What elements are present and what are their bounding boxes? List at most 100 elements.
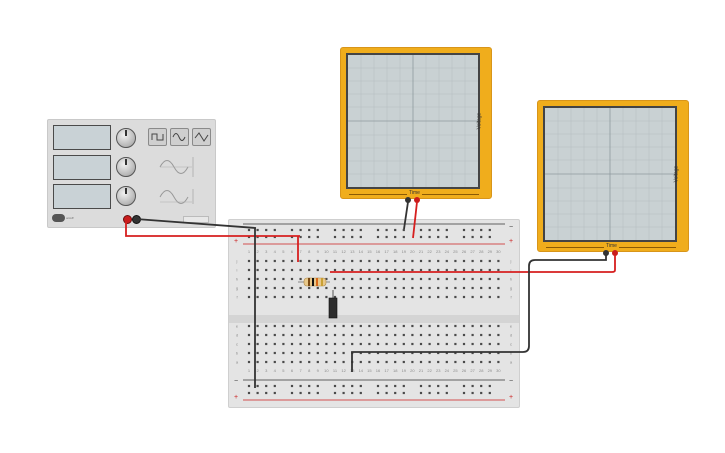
terminal-hole[interactable] (471, 360, 474, 364)
terminal-hole[interactable] (497, 351, 500, 355)
terminal-hole[interactable] (462, 333, 466, 337)
rail-hole[interactable] (402, 391, 405, 395)
rail-hole[interactable] (480, 391, 483, 395)
function-generator[interactable]: on/off (47, 119, 216, 228)
terminal-hole[interactable] (256, 351, 259, 355)
rail-hole[interactable] (419, 235, 423, 239)
rail-hole[interactable] (290, 235, 294, 239)
terminal-hole[interactable] (462, 286, 466, 290)
terminal-hole[interactable] (308, 259, 311, 263)
red-wire[interactable] (125, 222, 300, 237)
rail-hole[interactable] (273, 235, 276, 239)
terminal-hole[interactable] (419, 351, 423, 355)
terminal-hole[interactable] (376, 324, 380, 328)
rail-hole[interactable] (256, 391, 259, 395)
terminal-hole[interactable] (299, 333, 302, 337)
rail-hole[interactable] (376, 228, 380, 232)
terminal-hole[interactable] (419, 360, 423, 364)
rail-hole[interactable] (342, 228, 345, 232)
terminal-hole[interactable] (282, 286, 285, 290)
terminal-hole[interactable] (299, 259, 302, 263)
terminal-hole[interactable] (256, 286, 259, 290)
terminal-hole[interactable] (273, 351, 276, 355)
terminal-hole[interactable] (411, 259, 414, 263)
terminal-hole[interactable] (308, 286, 311, 290)
terminal-hole[interactable] (368, 351, 371, 355)
terminal-hole[interactable] (497, 295, 500, 299)
terminal-hole[interactable] (437, 324, 440, 328)
terminal-hole[interactable] (497, 342, 500, 346)
terminal-hole[interactable] (290, 268, 294, 272)
terminal-hole[interactable] (265, 360, 268, 364)
rail-hole[interactable] (480, 228, 483, 232)
terminal-hole[interactable] (282, 268, 285, 272)
terminal-hole[interactable] (342, 324, 345, 328)
terminal-hole[interactable] (454, 259, 457, 263)
terminal-hole[interactable] (480, 295, 483, 299)
rail-hole[interactable] (471, 228, 474, 232)
terminal-hole[interactable] (368, 342, 371, 346)
terminal-hole[interactable] (419, 333, 423, 337)
terminal-hole[interactable] (273, 286, 276, 290)
terminal-hole[interactable] (282, 277, 285, 281)
rail-hole[interactable] (488, 391, 491, 395)
terminal-hole[interactable] (265, 286, 268, 290)
terminal-hole[interactable] (368, 324, 371, 328)
terminal-hole[interactable] (256, 295, 259, 299)
terminal-hole[interactable] (247, 360, 251, 364)
terminal-hole[interactable] (376, 268, 380, 272)
terminal-hole[interactable] (359, 324, 362, 328)
terminal-hole[interactable] (333, 295, 337, 299)
rail-hole[interactable] (428, 235, 431, 239)
terminal-hole[interactable] (471, 259, 474, 263)
terminal-hole[interactable] (437, 295, 440, 299)
terminal-hole[interactable] (325, 342, 328, 346)
rail-hole[interactable] (394, 391, 397, 395)
terminal-hole[interactable] (454, 268, 457, 272)
terminal-hole[interactable] (308, 333, 311, 337)
terminal-hole[interactable] (471, 286, 474, 290)
terminal-hole[interactable] (359, 295, 362, 299)
rail-hole[interactable] (273, 391, 276, 395)
terminal-hole[interactable] (290, 259, 294, 263)
terminal-hole[interactable] (488, 360, 491, 364)
terminal-hole[interactable] (273, 295, 276, 299)
terminal-hole[interactable] (394, 286, 397, 290)
terminal-hole[interactable] (342, 360, 345, 364)
rail-hole[interactable] (359, 391, 362, 395)
terminal-hole[interactable] (290, 360, 294, 364)
terminal-hole[interactable] (488, 268, 491, 272)
terminal-hole[interactable] (273, 259, 276, 263)
rail-hole[interactable] (394, 235, 397, 239)
terminal-hole[interactable] (419, 295, 423, 299)
terminal-hole[interactable] (462, 342, 466, 346)
rail-hole[interactable] (445, 235, 448, 239)
terminal-hole[interactable] (325, 286, 328, 290)
rail-hole[interactable] (308, 235, 311, 239)
terminal-hole[interactable] (282, 324, 285, 328)
rail-hole[interactable] (299, 391, 302, 395)
terminal-hole[interactable] (342, 333, 345, 337)
terminal-hole[interactable] (428, 268, 431, 272)
terminal-hole[interactable] (437, 360, 440, 364)
terminal-hole[interactable] (247, 268, 251, 272)
terminal-hole[interactable] (402, 277, 405, 281)
terminal-hole[interactable] (325, 351, 328, 355)
terminal-hole[interactable] (428, 351, 431, 355)
rail-hole[interactable] (308, 391, 311, 395)
terminal-hole[interactable] (385, 333, 388, 337)
sine-wave-button[interactable] (170, 128, 189, 146)
terminal-hole[interactable] (411, 268, 414, 272)
rail-hole[interactable] (247, 384, 251, 388)
terminal-hole[interactable] (299, 342, 302, 346)
terminal-hole[interactable] (385, 295, 388, 299)
terminal-hole[interactable] (368, 286, 371, 290)
rail-hole[interactable] (316, 228, 319, 232)
terminal-hole[interactable] (497, 324, 500, 328)
terminal-hole[interactable] (273, 342, 276, 346)
terminal-hole[interactable] (247, 342, 251, 346)
terminal-hole[interactable] (385, 351, 388, 355)
black-wire[interactable] (351, 255, 607, 372)
terminal-hole[interactable] (402, 351, 405, 355)
terminal-hole[interactable] (445, 342, 448, 346)
